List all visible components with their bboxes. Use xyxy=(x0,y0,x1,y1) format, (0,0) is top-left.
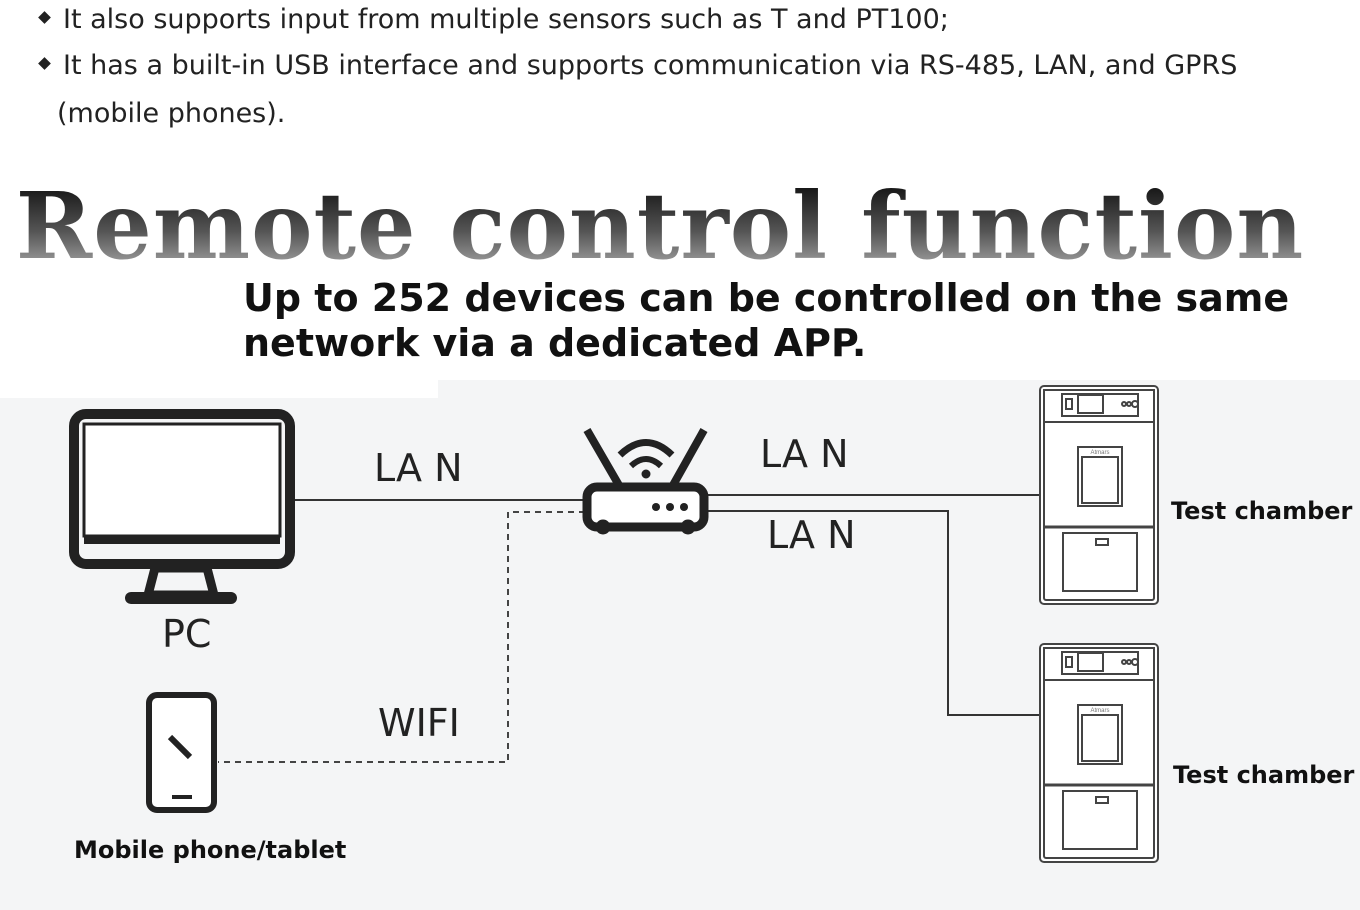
router-icon xyxy=(582,427,709,535)
lan-line-chamber2 xyxy=(706,510,1040,716)
svg-text:Atmars: Atmars xyxy=(1090,708,1109,714)
lan-label-pc: LA N xyxy=(374,446,463,490)
wifi-line xyxy=(218,511,585,763)
pc-label: PC xyxy=(162,612,212,656)
test-chamber-icon: Atmars xyxy=(1039,643,1159,863)
diagram-background xyxy=(438,380,1360,410)
pc-monitor-icon xyxy=(69,409,295,604)
mobile-label: Mobile phone/tablet xyxy=(74,836,347,864)
lan-label-bottom: LA N xyxy=(767,513,856,557)
feature-item: It also supports input from multiple sen… xyxy=(38,4,949,35)
feature-item-continuation: (mobile phones). xyxy=(57,98,286,129)
subtitle-line: network via a dedicated APP. xyxy=(243,321,867,365)
page-title: Remote control function xyxy=(0,172,1320,280)
feature-item: It has a built-in USB interface and supp… xyxy=(38,50,1238,81)
wifi-label: WIFI xyxy=(378,701,460,745)
svg-text:Atmars: Atmars xyxy=(1090,450,1109,456)
subtitle: Up to 252 devices can be controlled on t… xyxy=(243,276,1289,366)
test-chamber-icon: Atmars xyxy=(1039,385,1159,605)
chamber1-label: Test chamber xyxy=(1171,497,1353,525)
mobile-phone-icon xyxy=(146,692,217,813)
lan-label-top: LA N xyxy=(760,432,849,476)
subtitle-line: Up to 252 devices can be controlled on t… xyxy=(243,276,1290,320)
feature-text: It has a built-in USB interface and supp… xyxy=(63,50,1238,81)
chamber2-label: Test chamber xyxy=(1173,761,1355,789)
feature-text: It also supports input from multiple sen… xyxy=(63,4,949,35)
